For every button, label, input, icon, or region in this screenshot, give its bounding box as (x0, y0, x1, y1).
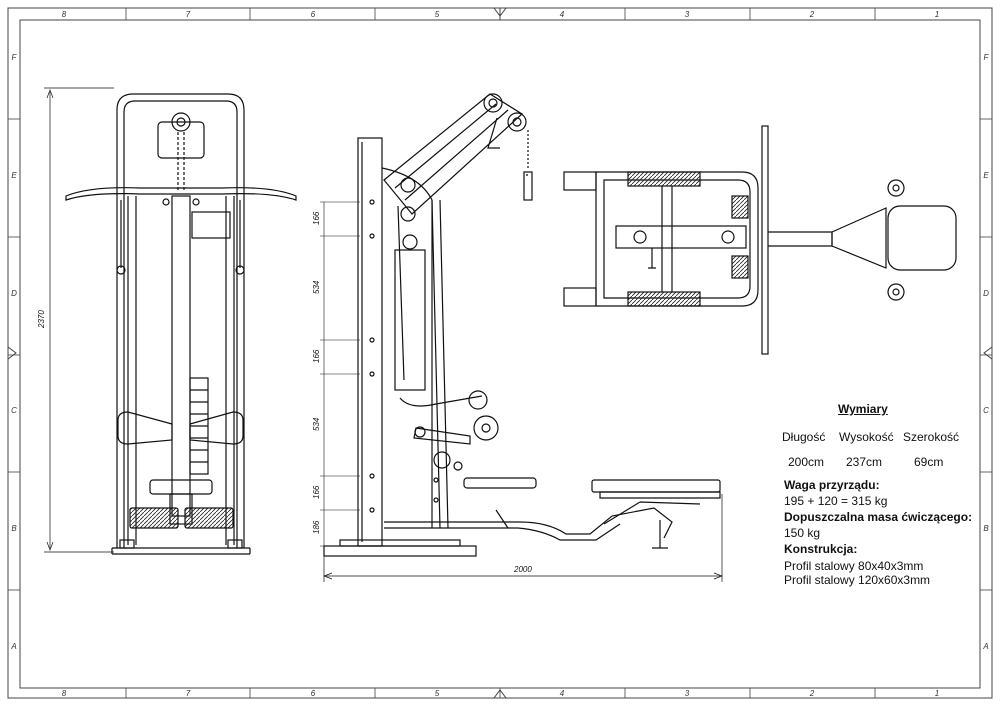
header-length: Długość (782, 430, 826, 444)
center-mark-top (493, 7, 507, 20)
grid-column-label-top: 4 (560, 10, 565, 19)
grid-row-label-left: A (10, 642, 16, 651)
specs-title: Wymiary (838, 402, 888, 416)
length-dimension-label: 2000 (513, 565, 532, 574)
grid-row-label-right: B (983, 524, 989, 533)
value-width: 69cm (914, 455, 944, 469)
grid-column-label-bottom: 6 (311, 689, 316, 698)
segment-dimension-labels: 166 534 166 534 166 186 (312, 211, 321, 534)
construction-item-1: Profil stalowy 80x40x3mm (784, 559, 924, 573)
segment-dimension-label: 166 (312, 349, 321, 363)
segment-dimensions (320, 201, 360, 547)
grid-row-label-right: F (984, 53, 990, 62)
grid-row-label-right: E (983, 171, 989, 180)
grid-row-label-right: C (983, 406, 989, 415)
grid-column-label-bottom: 8 (62, 689, 67, 698)
grid-row-label-right: A (982, 642, 988, 651)
weight-value: 195 + 120 = 315 kg (784, 494, 888, 508)
grid-row-label-left: E (11, 171, 17, 180)
construction-label: Konstrukcja: (784, 542, 858, 556)
grid-column-label-top: 1 (935, 10, 939, 19)
center-mark-bottom (493, 689, 507, 699)
height-dimension (44, 87, 114, 553)
grid-column-label-bottom: 1 (935, 689, 939, 698)
side-view (323, 93, 721, 557)
grid-column-label-top: 5 (435, 10, 440, 19)
grid-column-label-top: 3 (685, 10, 690, 19)
outer-frame (7, 7, 993, 699)
grid-column-label-bottom: 3 (685, 689, 690, 698)
grid-row-label-left: B (11, 524, 17, 533)
max-user-label: Dopuszczalna masa ćwiczącego: (784, 510, 973, 524)
grid-column-label-top: 8 (62, 10, 67, 19)
front-view (65, 93, 297, 555)
grid-column-label-top: 2 (809, 10, 815, 19)
grid-column-label-bottom: 2 (809, 689, 815, 698)
grid-column-label-bottom: 7 (186, 689, 191, 698)
center-mark-left (7, 346, 17, 360)
center-mark-right (983, 346, 993, 360)
header-width: Szerokość (903, 430, 960, 444)
grid-column-label-bottom: 4 (560, 689, 565, 698)
segment-dimension-label: 534 (312, 280, 321, 294)
segment-dimension-label: 186 (312, 520, 321, 534)
grid-row-label-right: D (983, 289, 989, 298)
segment-dimension-label: 166 (312, 211, 321, 225)
frame-grid-ticks (8, 8, 992, 698)
grid-row-label-left: F (12, 53, 18, 62)
construction-item-2: Profil stalowy 120x60x3mm (784, 573, 931, 587)
grid-column-label-top: 6 (311, 10, 316, 19)
segment-dimension-label: 166 (312, 485, 321, 499)
value-height: 237cm (846, 455, 883, 469)
grid-row-label-left: D (11, 289, 17, 298)
grid-column-label-top: 7 (186, 10, 191, 19)
length-dimension (323, 494, 723, 582)
value-length: 200cm (788, 455, 825, 469)
weight-label: Waga przyrządu: (784, 478, 880, 492)
height-dimension-label: 2370 (37, 310, 46, 329)
top-view (563, 125, 957, 355)
segment-dimension-label: 534 (312, 417, 321, 431)
grid-row-label-left: C (11, 406, 17, 415)
max-user-value: 150 kg (784, 526, 821, 540)
header-height: Wysokość (839, 430, 894, 444)
grid-column-label-bottom: 5 (435, 689, 440, 698)
